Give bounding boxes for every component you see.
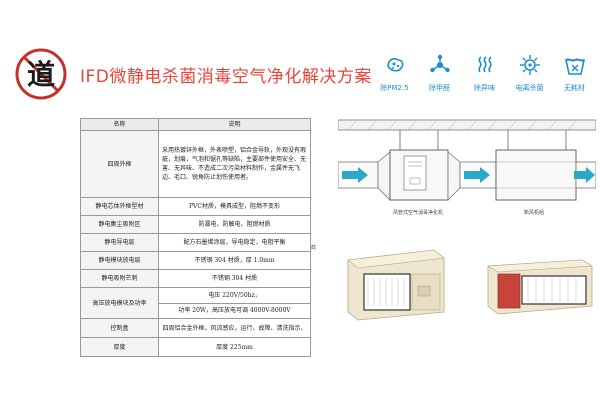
table-row: 控制盒 四周铝合金外框，风流感应，运行、故障、清洗指示、 [80,318,311,338]
row-desc: PVC材质，模具成型，阻燃不变形 [158,197,311,216]
feature-label: 除甲醛 [429,84,450,92]
row-desc: 厚度 225mm [158,337,311,357]
row-name: 高压放电模块及功率 [80,287,159,319]
row-name: 静电导电层 [80,233,159,252]
row-desc: 防漏电，防触电，阻燃材质 [158,215,311,234]
row-desc: 不锈钢 304 材质，厚 1.0mm [158,251,311,270]
row-name: 静电集尘吸附区 [80,215,159,234]
feature-no-consumable: 无耗材 [552,52,597,93]
table-row: 静电集尘吸附区 防漏电，防触电，阻燃材质 [80,215,311,234]
installation-diagram: 风管式空气消毒净化机 新风机组 [338,119,596,216]
row-name: 厚度 [80,337,159,357]
feature-pm25: 除PM2.5 [372,52,417,93]
feature-ion-sterilize: 电离杀菌 [507,52,552,93]
row-name: 静电模块放电层 [80,251,159,270]
logo-char: 道 [27,58,55,91]
feature-icons: 除PM2.5 除甲醛 除异味 [372,52,597,104]
diagram-label-fan: 新风机组 [524,209,544,216]
page-title: IFD微静电杀菌消毒空气净化解决方案 [80,67,372,87]
row-name: 静电芯体外框型材 [80,197,159,216]
spec-table: 名称 说明 四周外框 采用热镀锌外框，外表喷塑，铝合金导轨，外观没有瑕疵，划痕，… [80,118,311,357]
feature-formaldehyde: 除甲醛 [417,52,462,93]
table-row: 四周外框 采用热镀锌外框，外表喷塑，铝合金导轨，外观没有瑕疵，划痕，气泡和锯孔等… [80,130,311,198]
feature-label: 除异味 [474,84,495,92]
table-row: 静电芯体外框型材 PVC材质，模具成型，阻燃不变形 [80,197,311,216]
row-desc-2: 功率 20W，高压放电可调 4000V-8000V [158,302,311,319]
side-tag: 截 [311,245,317,251]
odor-icon [477,56,492,73]
row-name: 四周外框 [80,130,159,198]
product-photo-2 [487,259,593,315]
table-header-row: 名称 说明 [80,118,311,131]
feature-label: 电离杀菌 [515,84,544,92]
no-consumable-icon [564,58,585,75]
table-row: 厚度 厚度 225mm [80,337,311,357]
logo-seal: 道 [15,48,67,100]
row-name: 静电吸附芒刺 [80,269,159,288]
feature-odor: 除异味 [462,52,507,93]
row-desc: 电压 220V/50hz， [158,287,311,304]
row-name: 控制盒 [80,318,159,338]
ion-sterilize-icon [519,55,540,75]
product-photo-1 [347,249,445,321]
table-row: 静电导电层 配方石墨烯涂层，导电稳定，电阻平衡 [80,233,311,252]
pm25-icon [386,58,403,72]
table-row: 静电模块放电层 不锈钢 304 材质，厚 1.0mm [80,251,311,270]
header-desc: 说明 [158,118,311,131]
feature-label: 除PM2.5 [380,84,409,92]
table-row: 静电吸附芒刺 不锈钢 304 材质 [80,269,311,288]
table-row: 高压放电模块及功率 电压 220V/50hz， [80,287,311,319]
row-desc: 四周铝合金外框，风流感应，运行、故障、清洗指示、 [158,318,311,338]
row-desc: 不锈钢 304 材质 [158,269,311,288]
product-photos [347,249,593,321]
diagram-label-purifier: 风管式空气消毒净化机 [393,209,443,216]
row-desc: 配方石墨烯涂层，导电稳定，电阻平衡 [158,233,311,252]
feature-label: 无耗材 [564,84,585,92]
header-name: 名称 [80,118,159,131]
formaldehyde-icon [429,54,450,73]
row-desc: 采用热镀锌外框，外表喷塑，铝合金导轨，外观没有瑕疵，划痕，气泡和锯孔等缺陷，主要… [158,130,311,198]
